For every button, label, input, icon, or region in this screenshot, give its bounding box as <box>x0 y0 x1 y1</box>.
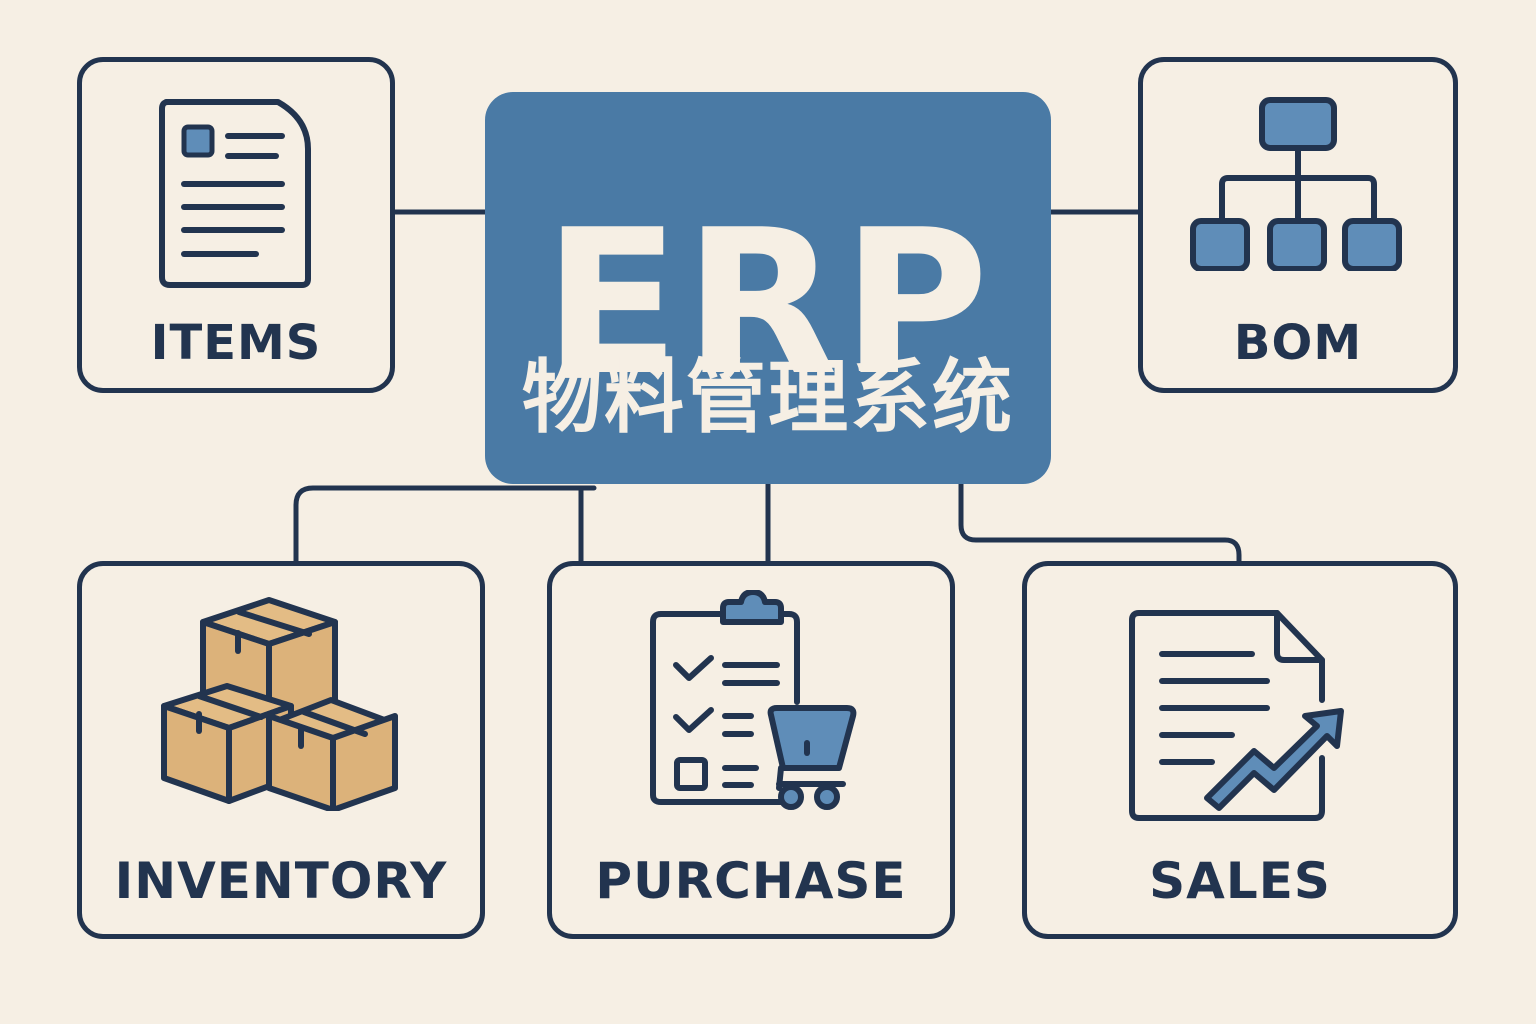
module-bom-label: BOM <box>1233 315 1363 371</box>
module-purchase[interactable]: PURCHASE <box>547 561 955 939</box>
module-items-label: ITEMS <box>150 315 322 371</box>
erp-subtitle: 物料管理系统 <box>522 351 1014 444</box>
module-purchase-label: PURCHASE <box>595 852 907 910</box>
document-list-icon <box>159 99 311 288</box>
module-sales[interactable]: SALES <box>1022 561 1458 939</box>
clipboard-cart-icon <box>650 590 857 810</box>
connector-inventory <box>293 485 597 566</box>
module-inventory-label: INVENTORY <box>114 852 448 910</box>
module-inventory[interactable]: INVENTORY <box>77 561 485 939</box>
module-bom[interactable]: BOM <box>1138 57 1458 393</box>
erp-title: ERP <box>543 187 993 420</box>
hierarchy-tree-icon <box>1190 97 1402 271</box>
module-sales-label: SALES <box>1149 852 1331 910</box>
connector-sales <box>958 481 1242 566</box>
stacked-boxes-icon <box>160 597 398 811</box>
erp-center-box[interactable]: ERP 物料管理系统 <box>485 92 1051 484</box>
module-items[interactable]: ITEMS <box>77 57 395 393</box>
document-growth-chart-icon <box>1128 610 1344 821</box>
